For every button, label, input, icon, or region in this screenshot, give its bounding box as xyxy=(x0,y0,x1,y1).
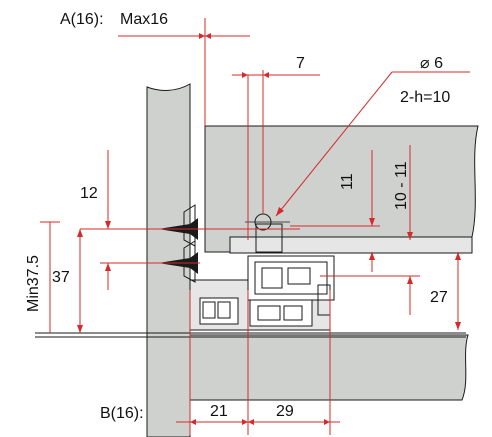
label-twenty-nine: 29 xyxy=(276,403,294,420)
label-min: Min37.5 xyxy=(25,255,42,312)
cabinet-bottom-panel xyxy=(189,334,469,401)
label-holes: 2-h=10 xyxy=(400,89,450,106)
label-twelve: 12 xyxy=(80,185,98,202)
label-max: Max16 xyxy=(120,11,168,28)
hole-peg xyxy=(255,223,283,253)
label-thirty-seven: 37 xyxy=(52,269,70,286)
label-a: A(16): xyxy=(60,11,104,28)
label-diameter: ⌀ 6 xyxy=(420,55,443,72)
label-seven: 7 xyxy=(296,55,305,72)
label-ten-eleven: 10 - 11 xyxy=(393,161,410,210)
label-twenty-one: 21 xyxy=(210,403,228,420)
label-eleven: 11 xyxy=(339,173,356,190)
drawer-bottom-plate xyxy=(229,236,473,254)
label-b: B(16): xyxy=(100,405,144,422)
label-twenty-seven: 27 xyxy=(430,289,448,306)
runner-mechanism xyxy=(189,255,335,331)
dimension-lines xyxy=(40,18,470,435)
